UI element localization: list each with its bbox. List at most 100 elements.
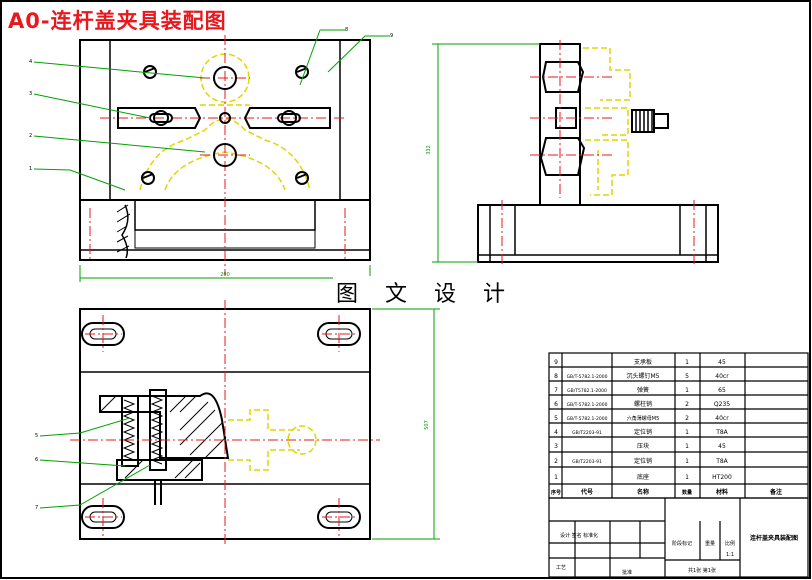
title-block-approve: 批准	[622, 569, 632, 576]
title-block-weight: 重量	[705, 540, 715, 547]
bom-row: 3 压块 1 45	[554, 442, 726, 450]
front-clamps	[117, 107, 331, 129]
bom-name: 压块	[637, 442, 649, 450]
bom-row: 7 GB/T5782.1-2000 弹簧 1 65	[554, 386, 726, 394]
bom-qty: 1	[685, 387, 689, 394]
title-block-text: 连杆盖夹具装配图 设计 签名 标准化 工艺 批准 阶段标记 重量 比例 1:1 …	[556, 532, 798, 576]
bom-header-mat: 材料	[715, 488, 728, 496]
bom-row: 2 GB/T2203-91 定位销 1 T8A	[554, 457, 729, 465]
plan-dim-height	[372, 308, 440, 540]
side-centerlines	[501, 40, 695, 265]
bom-qty: 1	[685, 443, 689, 450]
bom-mat: Q235	[714, 401, 730, 408]
leader-label: 8	[345, 27, 348, 33]
front-view	[79, 39, 371, 261]
bom-seq: 3	[554, 443, 558, 450]
side-dim-height	[432, 43, 540, 263]
bom-seq: 1	[554, 474, 558, 481]
front-break-hatch	[116, 204, 131, 259]
title-block-process: 工艺	[556, 565, 566, 571]
bom-mat: 45	[718, 359, 726, 366]
bom-qty: 1	[685, 458, 689, 465]
bom-rows: 9 支承板 1 45 8 GB/T-5782.1-2000 沉头螺钉M5 5 4…	[550, 358, 782, 496]
bom-name: 六角薄螺母M5	[627, 415, 660, 422]
bom-header-name: 名称	[637, 488, 649, 496]
bom-row: 4 GB/T2203-91 定位销 1 T8A	[554, 428, 729, 436]
bom-seq: 9	[554, 359, 558, 366]
title-block	[548, 497, 809, 578]
bom-mat: HT200	[712, 474, 732, 481]
bom-seq: 7	[554, 387, 558, 394]
bom-seq: 4	[554, 429, 558, 436]
bom-name: 弹簧	[637, 386, 649, 394]
bom-code: GB/T2203-91	[572, 459, 602, 465]
bom-name: 沉头螺钉M5	[627, 372, 660, 380]
side-view	[477, 43, 719, 263]
bom-qty: 1	[685, 359, 689, 366]
bom-seq: 6	[554, 401, 558, 408]
bom-seq: 5	[554, 415, 558, 422]
leader-label: 6	[35, 457, 38, 463]
dim-width-bottom: 200	[220, 272, 230, 278]
bom-row: 5 GB/T-5782.1-2000 六角薄螺母M5 2 40cr	[554, 415, 729, 422]
bom-mat: T8A	[715, 458, 728, 465]
leader-label: 2	[29, 133, 32, 139]
bom-row: 9 支承板 1 45	[554, 358, 726, 366]
bom-seq: 8	[554, 373, 558, 380]
plan-leaders	[39, 417, 151, 509]
bom-code: GB/T2203-91	[572, 430, 602, 436]
drawing-title: A0-连杆盖夹具装配图	[8, 9, 227, 33]
bom-name: 支承板	[634, 358, 652, 366]
title-block-stage: 阶段标记	[672, 540, 692, 547]
bom-row: 8 GB/T-5782.1-2000 沉头螺钉M5 5 40cr	[554, 372, 729, 380]
leader-label: 5	[35, 433, 38, 439]
title-block-sheet: 共1张 第1张	[688, 567, 716, 574]
bom-code: GB/T-5782.1-2000	[567, 374, 608, 380]
title-block-drawing-name: 连杆盖夹具装配图	[750, 534, 798, 542]
bom-header-qty: 数量	[682, 489, 692, 496]
bom-qty: 1	[685, 429, 689, 436]
bom-name: 定位销	[634, 428, 652, 436]
bom-mat: T8A	[715, 429, 728, 436]
title-block-designer-row: 设计 签名 标准化	[560, 532, 598, 539]
bom-mat: 45	[718, 443, 726, 450]
bom-name: 螺柱销	[634, 400, 652, 408]
dim-height-side: 332	[426, 145, 432, 155]
leader-label: 7	[35, 505, 38, 511]
title-block-scale-value: 1:1	[726, 552, 734, 558]
bom-table	[548, 352, 809, 499]
bom-mat: 40cr	[715, 415, 729, 422]
bom-row: 6 GB/T-5782.1-2000 螺柱销 2 Q235	[554, 400, 730, 408]
bom-seq: 2	[554, 458, 558, 465]
bom-header-note: 备注	[769, 488, 782, 496]
side-knurl	[635, 110, 653, 132]
bom-name: 底座	[637, 473, 649, 481]
bom-mat: 65	[718, 387, 726, 394]
watermark-text: 图 文 设 计	[333, 276, 518, 308]
bom-mat: 40cr	[715, 373, 729, 380]
side-yellow-part	[583, 47, 631, 196]
bom-header-code: 代号	[580, 488, 593, 496]
bom-qty: 5	[685, 373, 689, 380]
front-holes	[141, 65, 309, 185]
leader-label: 1	[29, 166, 32, 172]
title-block-scale: 比例	[725, 540, 735, 547]
bom-code: GB/T-5782.1-2000	[567, 402, 608, 408]
bom-header-row: 序号 代号 名称 数量 材料 备注	[550, 488, 782, 496]
dim-height-plan: 507	[424, 420, 430, 430]
bom-qty: 1	[685, 474, 689, 481]
bom-qty: 2	[685, 401, 689, 408]
bom-code: GB/T-5782.1-2000	[567, 416, 608, 422]
bom-name: 定位销	[634, 457, 652, 465]
leader-label: 9	[390, 33, 393, 39]
bom-code: GB/T5782.1-2000	[567, 388, 607, 394]
bom-row: 1 底座 1 HT200	[554, 473, 732, 481]
bom-qty: 2	[685, 415, 689, 422]
bom-header-seq: 序号	[550, 489, 561, 496]
plan-centerlines	[70, 300, 380, 545]
front-centerlines	[89, 35, 346, 275]
leader-label: 4	[29, 59, 32, 65]
